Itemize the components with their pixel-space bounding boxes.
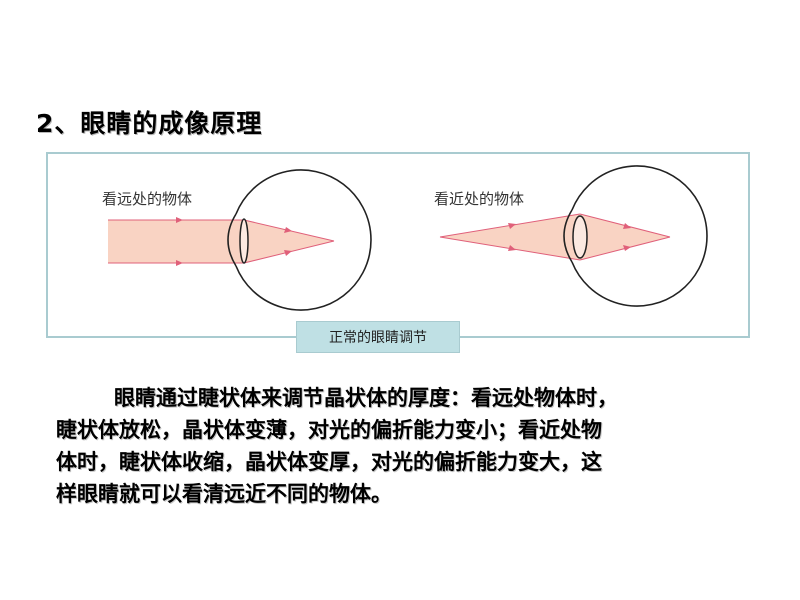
far-arrow-refracted-top (284, 227, 292, 233)
near-object-diagram: 看近处的物体 (434, 165, 708, 307)
paragraph-line: 睫状体放松，晶状体变薄，对光的偏折能力变小；看近处物 (56, 418, 602, 442)
paragraph-line: 样眼睛就可以看清远近不同的物体。 (56, 482, 392, 506)
page-title: 2、眼睛的成像原理 (36, 109, 263, 138)
far-arrow-refracted-bottom (284, 250, 292, 256)
near-cornea (563, 209, 573, 263)
eye-diagram-svg: 看远处的物体 看近处的物体 (102, 165, 708, 311)
near-arrow-refracted-bottom (623, 245, 631, 251)
far-eyeball (235, 169, 372, 311)
far-arrow-top (176, 217, 183, 223)
far-arrow-bottom (176, 260, 183, 266)
far-object-diagram: 看远处的物体 (102, 169, 372, 311)
figure-caption: 正常的眼睛调节 (296, 321, 460, 353)
near-arrow-top (508, 223, 516, 229)
near-light-beam (440, 214, 670, 260)
far-lens-thin (239, 218, 249, 264)
far-light-beam (108, 220, 334, 263)
eye-accommodation-figure: 看远处的物体 看近处的物体 (46, 152, 750, 338)
near-arrow-bottom (508, 245, 516, 251)
paragraph-line: 眼睛通过睫状体来调节晶状体的厚度：看远处物体时， (114, 386, 618, 410)
near-arrow-refracted-top (623, 223, 631, 229)
far-cornea (227, 213, 237, 267)
far-object-label: 看远处的物体 (102, 190, 192, 208)
explanation-paragraph: 眼睛通过睫状体来调节晶状体的厚度：看远处物体时， 睫状体放松，晶状体变薄，对光的… (56, 382, 760, 510)
near-eyeball (571, 165, 708, 307)
paragraph-line: 体时，睫状体收缩，晶状体变厚，对光的偏折能力变大，这 (56, 450, 602, 474)
near-object-label: 看近处的物体 (434, 190, 524, 208)
near-lens-thick (572, 215, 588, 259)
